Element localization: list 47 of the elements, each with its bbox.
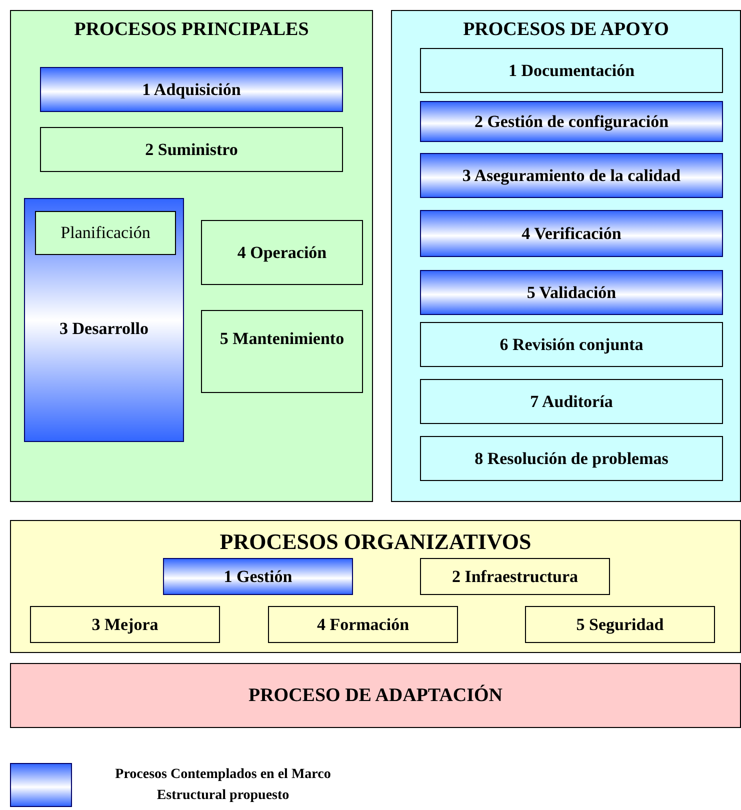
process-box — [30, 606, 220, 643]
process-label: Planificación — [60, 223, 152, 243]
legend-label: Procesos Contemplados en el Marco Estructural propuesto — [114, 766, 332, 805]
process-box — [201, 220, 363, 285]
subprocess-box — [35, 211, 176, 255]
process-box — [420, 153, 723, 198]
process-label: 5 Seguridad — [575, 614, 665, 634]
process-box — [420, 270, 723, 315]
process-box — [420, 210, 723, 257]
process-label: 8 Resolución de problemas — [474, 448, 670, 468]
process-label: 5 Validación — [526, 282, 618, 302]
process-label: 1 Adquisición — [141, 80, 242, 100]
process-label: 5 Mantenimiento — [218, 329, 346, 349]
process-label: 7 Auditoría — [529, 392, 614, 412]
process-box — [40, 127, 343, 172]
process-box — [420, 436, 723, 481]
process-label: 3 Mejora — [90, 614, 160, 634]
process-label: 2 Suministro — [144, 140, 239, 160]
group-heading: PROCESOS ORGANIZATIVOS — [218, 529, 532, 555]
process-box — [201, 310, 363, 393]
process-box — [420, 379, 723, 424]
process-label: 1 Documentación — [507, 60, 636, 80]
process-label: 3 Desarrollo — [58, 319, 150, 339]
process-group-panel — [391, 10, 741, 502]
process-band — [10, 663, 741, 728]
process-box — [163, 558, 353, 595]
process-group-panel — [10, 10, 373, 502]
group-heading: PROCESOS DE APOYO — [462, 19, 670, 41]
band-heading: PROCESO DE ADAPTACIÓN — [247, 684, 504, 706]
process-box — [420, 558, 610, 595]
process-label: 4 Formación — [316, 614, 410, 634]
process-label: 2 Gestión de configuración — [473, 112, 670, 132]
process-label: 6 Revisión conjunta — [498, 334, 644, 354]
process-label: 2 Infraestructura — [450, 566, 580, 586]
process-label: 3 Aseguramiento de la calidad — [461, 166, 682, 186]
process-box — [420, 101, 723, 142]
process-label: 1 Gestión — [222, 566, 294, 586]
process-label: 4 Verificación — [520, 224, 622, 244]
process-box — [525, 606, 715, 643]
process-box — [420, 322, 723, 367]
process-box — [40, 67, 343, 112]
process-box — [268, 606, 458, 643]
group-heading: PROCESOS PRINCIPALES — [73, 19, 310, 41]
process-box — [420, 48, 723, 93]
process-label: 4 Operación — [236, 242, 328, 262]
process-group-panel — [10, 520, 741, 653]
process-box — [24, 198, 184, 442]
